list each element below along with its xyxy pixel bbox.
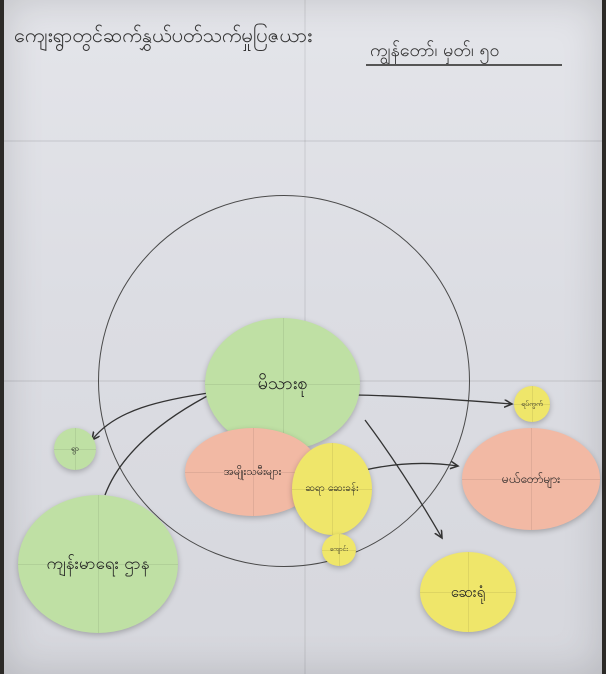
center-yellow-label: ဆရာ ဆေးခန်း (305, 483, 359, 494)
center-yellow-disc: ဆရာ ဆေးခန်း (292, 443, 372, 535)
poster-title: ကျေးရွာတွင်ဆက်နွှယ်ပတ်သက်မှုပြဇယား (14, 23, 313, 47)
bottom-left-green-disc: ကျန်းမာရေး ဌာန (18, 495, 178, 633)
paper-fold-line (4, 140, 602, 142)
center-green-label: မိသားစု (257, 373, 308, 395)
right-pink-label: မယ်တော်များ (501, 471, 561, 486)
community-boundary-circle (98, 195, 470, 567)
center-green-disc: မိသားစု (205, 318, 360, 450)
small-green-disc: ရွာ (54, 428, 96, 470)
left-pink-label: အမျိုးသမီးများ (223, 465, 282, 479)
bottom-left-green-label: ကျန်းမာရေး ဌာန (46, 553, 150, 574)
right-pink-disc: မယ်တော်များ (462, 428, 600, 530)
bottom-right-yellow-label: ဆေးရုံ (450, 583, 486, 601)
date-underline (366, 64, 562, 66)
arrow-to-right-pink (364, 463, 458, 471)
arrow-to-bottom-yellow (364, 419, 442, 538)
poster-date: ကျွန်တော်၊ မှတ်၊ ၅၀ (370, 40, 500, 61)
bottom-right-yellow-disc: ဆေးရုံ (420, 552, 516, 632)
small-yellow-disc: ရပ်ကွက် (514, 386, 550, 422)
arrow-to-small-yellow (354, 394, 512, 404)
arrow-from-bottom-green (104, 391, 216, 496)
tiny-yellow-label: ကျောင်း (330, 546, 348, 554)
small-green-label: ရွာ (71, 444, 79, 454)
tiny-yellow-disc: ကျောင်း (322, 534, 356, 566)
small-yellow-label: ရပ်ကွက် (521, 399, 543, 408)
arrow-to-small-green (92, 391, 216, 440)
